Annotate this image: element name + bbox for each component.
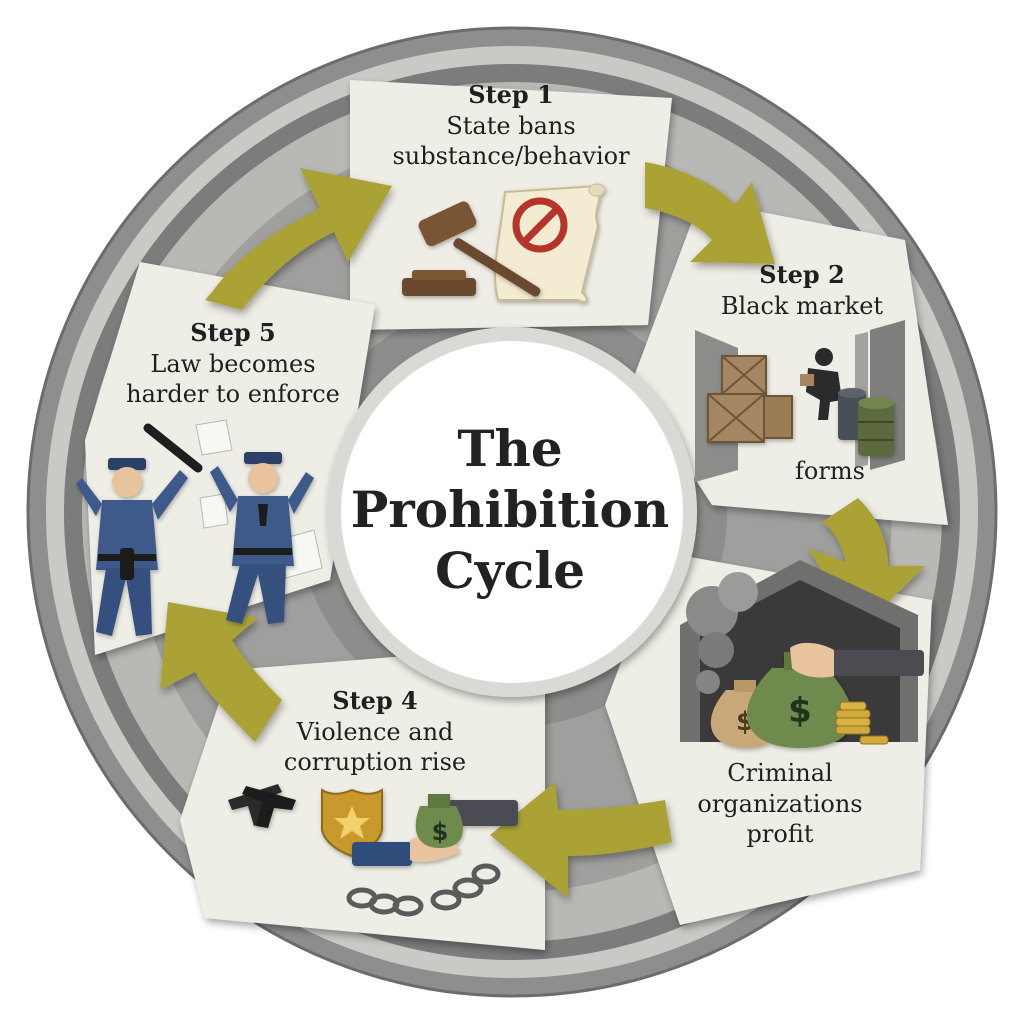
step3-label: Criminal organizations profit [670,758,890,850]
step2-label: Step 2 Black market [696,260,908,321]
broken-chain-icon [346,863,501,917]
barrels-icon [838,388,894,456]
smoke-icon [686,572,758,694]
arrow-2-to-3 [808,498,925,632]
arrow-5-to-1 [205,168,392,310]
money-bag-icon: $ $ [710,652,853,748]
paper-icon [195,419,323,579]
center-disc [341,341,683,683]
step3-text-line3: profit [746,820,814,849]
svg-text:$: $ [432,818,449,846]
step4-text-line2: corruption rise [283,748,467,777]
gavel-icon [402,201,541,297]
step3-text-line1: Criminal [727,759,833,787]
police-officer-icon-2 [210,452,314,624]
diagram-title: The Prohibition Cycle [350,418,670,601]
step1-title: Step 1 [468,80,554,109]
step2-label-bottom: forms [770,456,890,487]
step4-title: Step 4 [332,686,418,715]
step5-label: Step 5 Law becomes harder to enforce [108,318,358,410]
arrow-1-to-2 [645,162,775,264]
step1-label: Step 1 State bans substance/behavior [376,80,646,172]
prohibited-sign-icon [512,197,568,253]
title-line1: The [457,419,563,478]
arrow-3-to-4 [490,782,672,898]
step2-text-bottom: forms [795,457,865,485]
crates-icon [707,355,793,443]
arrow-4-to-5 [160,602,282,742]
baton-icon [143,423,203,473]
hand-icon [790,642,924,678]
police-officer-icon [76,458,188,636]
smuggler-icon [800,348,842,420]
step2-text-line1: Black market [720,291,884,320]
svg-text:$: $ [788,691,812,731]
title-line3: Cycle [434,541,586,600]
step1-text-line1: State bans [446,111,576,140]
step4-text-line1: Violence and [296,717,454,746]
step5-text-line2: harder to enforce [126,380,340,409]
step1-text-line2: substance/behavior [392,142,630,171]
step5-title: Step 5 [190,318,276,347]
bribe-handshake-icon: $ [352,794,518,866]
title-line2: Prohibition [350,480,670,539]
step3-text-line2: organizations [697,789,863,818]
step5-text-line1: Law becomes [150,349,316,378]
step2-title: Step 2 [759,260,845,289]
step4-label: Step 4 Violence and corruption rise [262,686,488,778]
coin-stack-icon [835,701,889,745]
crossed-pistols-icon [228,784,296,828]
